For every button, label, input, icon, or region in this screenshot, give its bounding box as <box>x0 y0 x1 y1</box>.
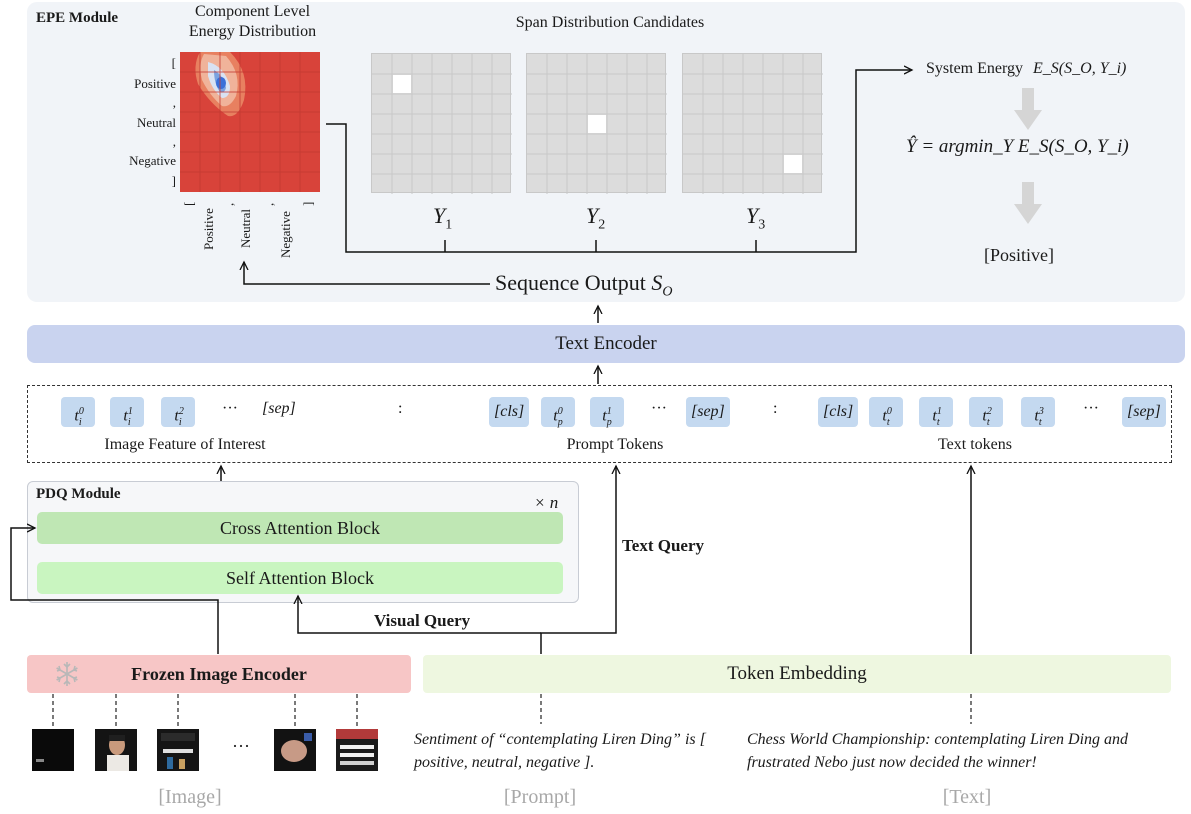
image-thumbnail-3 <box>157 729 199 771</box>
candidate-grid-3-svg <box>683 54 823 194</box>
heatmap-x-label-close: ] <box>300 201 315 206</box>
system-energy: System Energy E_S(S_O, Y_i) <box>926 60 1126 78</box>
prompt-token-0: t0p <box>541 397 575 428</box>
image-thumbnail-5-svg <box>336 729 378 771</box>
energy-heatmap <box>180 52 320 192</box>
prompt-sep-token: [sep] <box>686 397 730 427</box>
text-token-ellipsis: ··· <box>1083 400 1099 417</box>
candidate-label-1: Y1 <box>433 203 453 233</box>
image-thumbnail-4-svg <box>274 729 316 771</box>
image-sep-token: [sep] <box>262 400 296 417</box>
heatmap-y-label-comma1: , <box>172 95 176 110</box>
image-thumbnail-1 <box>32 729 74 771</box>
frozen-image-encoder: Frozen Image Encoder <box>27 655 411 693</box>
epe-module-title: EPE Module <box>36 10 119 26</box>
down-arrow-icon <box>1014 182 1042 224</box>
heatmap-title-line2: Energy Distribution <box>188 23 317 40</box>
energy-heatmap-svg <box>180 52 320 192</box>
text-token-0: t0t <box>869 397 903 428</box>
text-token-2: t2t <box>969 397 1003 428</box>
heatmap-x-label-comma1: , <box>221 202 236 206</box>
heatmap-x-label-positive: Positive <box>201 208 216 250</box>
sequence-output: Sequence Output SO <box>495 270 673 300</box>
heatmap-title-line1: Component Level <box>194 3 311 20</box>
image-token-0: t0i <box>61 397 95 428</box>
prompt-cls-token: [cls] <box>489 397 530 427</box>
heatmap-y-label-open: [ <box>171 55 176 70</box>
self-attention-block: Self Attention Block <box>37 562 563 594</box>
heatmap-x-label-neutral: Neutral <box>238 209 253 248</box>
image-token-ellipsis: ··· <box>222 400 238 417</box>
frozen-image-encoder-label: Frozen Image Encoder <box>131 664 307 684</box>
prompt-token-1: t1p <box>590 397 624 428</box>
text-tokens-label: Text tokens <box>938 436 1012 453</box>
image-token-1: t1i <box>110 397 144 428</box>
snowflake-icon <box>56 662 78 686</box>
image-thumbnail-2 <box>95 729 137 771</box>
text-sep-token: [sep] <box>1122 397 1166 427</box>
token-embedding: Token Embedding <box>423 655 1171 693</box>
candidate-label-2: Y2 <box>586 203 606 233</box>
heatmap-y-label-neutral: Neutral <box>137 115 176 130</box>
text-cls-token: [cls] <box>818 397 859 427</box>
image-input-label: [Image] <box>158 786 222 808</box>
candidate-grid-2-svg <box>527 54 667 194</box>
candidate-grid-3 <box>682 53 823 194</box>
text-query-label: Text Query <box>622 536 705 555</box>
pdq-module-title: PDQ Module <box>36 486 121 502</box>
text-token-1: t1t <box>919 397 953 428</box>
prompt-text: Sentiment of “contemplating Liren Ding” … <box>414 731 706 771</box>
heatmap-x-label-negative: Negative <box>278 211 293 258</box>
argmin-formula: Ŷ = argmin_Y E_S(S_O, Y_i) <box>906 136 1129 157</box>
heatmap-y-label-close: ] <box>171 173 176 188</box>
image-thumbnail-2-svg <box>95 729 137 771</box>
heatmap-y-label-comma2: , <box>172 134 176 149</box>
down-arrow-icon <box>1014 88 1042 130</box>
heatmap-title: Component Level Energy Distribution <box>160 2 345 42</box>
candidate-label-3: Y3 <box>746 203 766 233</box>
candidate-grid-1 <box>371 53 512 194</box>
image-feature-label: Image Feature of Interest <box>104 436 266 453</box>
separator-colon-1: : <box>398 400 403 417</box>
repeat-count: × n <box>534 493 559 512</box>
span-candidates-title: Span Distribution Candidates <box>515 14 705 31</box>
system-energy-label: System Energy <box>926 60 1024 77</box>
candidate-grid-1-svg <box>372 54 512 194</box>
prediction-result: [Positive] <box>984 245 1054 265</box>
images-ellipsis: ··· <box>232 736 250 756</box>
heatmap-x-label-comma2: , <box>261 202 276 206</box>
prompt-tokens-label: Prompt Tokens <box>566 436 664 453</box>
visual-query-label: Visual Query <box>374 611 471 630</box>
candidate-grid-2 <box>526 53 667 194</box>
image-thumbnail-5 <box>336 729 378 771</box>
image-thumbnail-3-svg <box>157 729 199 771</box>
heatmap-x-label-open: [ <box>181 201 196 206</box>
image-thumbnail-4 <box>274 729 316 771</box>
system-energy-formula: E_S(S_O, Y_i) <box>1033 60 1127 77</box>
input-text: Chess World Championship: contemplating … <box>747 731 1129 771</box>
text-token-3: t3t <box>1021 397 1055 428</box>
image-token-2: t2i <box>161 397 195 428</box>
prompt-token-ellipsis: ··· <box>651 400 667 417</box>
image-thumbnail-1-svg <box>32 729 74 771</box>
text-input-label: [Text] <box>942 786 992 808</box>
cross-attention-block: Cross Attention Block <box>37 512 563 544</box>
token-sequence-box <box>27 385 1172 463</box>
prompt-input-label: [Prompt] <box>503 786 577 808</box>
text-encoder: Text Encoder <box>27 325 1185 363</box>
separator-colon-2: : <box>773 400 778 417</box>
heatmap-y-label-negative: Negative <box>129 153 176 168</box>
heatmap-y-label-positive: Positive <box>134 76 176 91</box>
